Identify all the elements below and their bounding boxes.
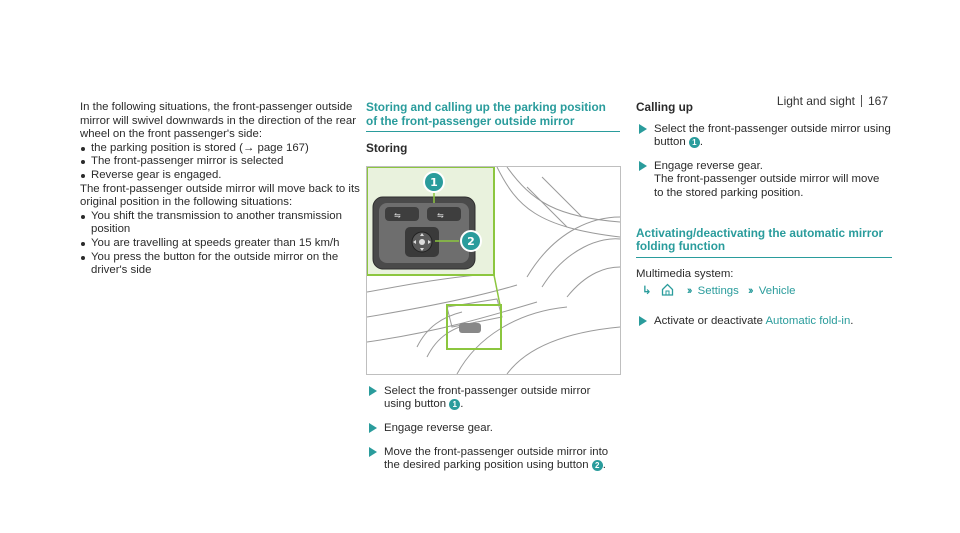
column-left: In the following situations, the front-p… [80,101,362,278]
menu-item-vehicle[interactable]: Vehicle [758,285,796,298]
step-arrow-icon [369,422,377,433]
button-2-ref-icon: 2 [591,460,603,472]
page-header: Light and sight 167 [776,94,888,109]
menu-path: ↳ ›› Settings ›› Vehicle [636,283,892,301]
column-right: Calling up Select the front-passenger ou… [636,100,892,329]
automatic-fold-in-link[interactable]: Automatic fold-in [765,314,851,327]
step-arrow-icon [639,315,647,326]
button-1-ref-icon: 1 [688,137,700,149]
conditions-list: the parking position is stored (→ page 1… [80,142,362,183]
chevron-right-icon: ›› [748,285,753,298]
list-item: You press the button for the outside mir… [80,251,362,278]
button-1-ref-icon: 1 [449,399,461,411]
storing-step-3: Move the front-passenger outside mirror … [366,446,620,473]
callout-1-label: 1 [430,176,438,189]
list-item: the parking position is stored (→ page 1… [80,142,362,156]
step-arrow-icon [639,160,647,171]
mirror-control-figure: ⇋ ⇋ 1 2 [366,165,621,375]
return-paragraph: The front-passenger outside mirror will … [80,182,360,209]
chevron-right-icon: ›› [686,285,692,298]
storing-step-2: Engage reverse gear. [366,422,620,436]
intro-paragraph: In the following situations, the front-p… [80,101,357,141]
svg-text:⇋: ⇋ [437,211,444,220]
step-arrow-icon [639,123,647,134]
multimedia-label: Multimedia system: [636,267,734,280]
callout-1-icon [423,170,445,193]
section-heading-storing: Storing and calling up the parking posit… [366,100,620,133]
return-arrow-icon: ↳ [642,285,652,298]
list-item: You shift the transmission to another tr… [80,210,362,237]
step-arrow-icon [369,385,377,396]
door-location-box [446,303,502,350]
section-heading-fold: Activating/deactivating the automatic mi… [636,226,892,258]
subheading-calling-up: Calling up [636,100,694,114]
list-item: You are travelling at speeds greater tha… [80,237,362,251]
step-arrow-icon [369,446,377,457]
calling-step-1: Select the front-passenger outside mirro… [636,123,892,150]
svg-text:⇋: ⇋ [394,211,401,220]
menu-item-settings[interactable]: Settings [697,285,739,298]
list-item: The front-passenger mirror is selected [80,155,362,169]
storing-step-1: Select the front-passenger outside mirro… [366,385,620,412]
callout-2-label: 2 [467,235,475,248]
calling-step-2: Engage reverse gear. The front-passenger… [636,160,892,201]
page-number: 167 [860,95,888,107]
mirror-switch-illustration: ⇋ ⇋ 1 2 [367,166,620,374]
section-title-header: Light and sight [776,94,855,108]
callout-2-icon [460,229,482,252]
list-item: Reverse gear is engaged. [80,169,362,183]
fold-step-1: Activate or deactivate Automatic fold-in… [636,315,892,329]
subheading-storing: Storing [366,141,408,156]
column-middle: Storing and calling up the parking posit… [366,100,621,473]
home-icon [661,283,674,301]
return-conditions-list: You shift the transmission to another tr… [80,210,362,278]
